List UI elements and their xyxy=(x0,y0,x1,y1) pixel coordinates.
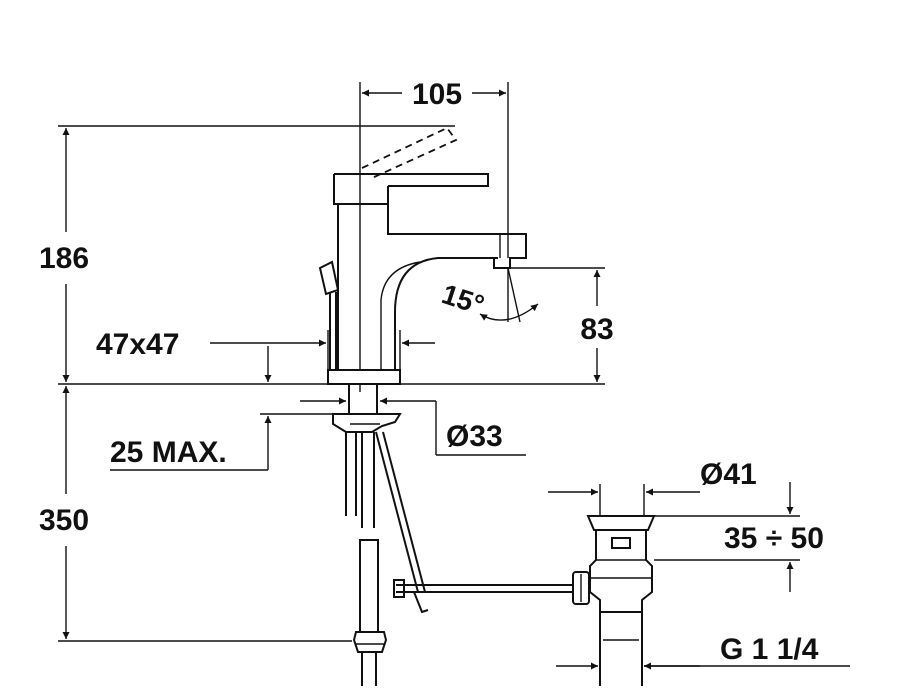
hole-diameter-label: Ø33 xyxy=(446,420,503,453)
pop-up-waste xyxy=(393,515,656,686)
below-deck-label: 350 xyxy=(39,504,89,537)
total-height-label: 186 xyxy=(39,242,89,275)
extension-lines xyxy=(58,82,605,642)
dimension-labels: 105 186 83 15° 47x47 25 MAX. Ø33 350 Ø41… xyxy=(39,78,824,666)
drain-diameter-label: Ø41 xyxy=(700,458,757,491)
drain-range-label: 35 ÷ 50 xyxy=(724,522,824,555)
drain-thread-label: G 1 1/4 xyxy=(720,633,819,666)
deck-thickness-label: 25 MAX. xyxy=(110,436,227,469)
dimension-lines xyxy=(62,89,850,670)
below-deck-fittings xyxy=(332,383,426,686)
base-size-label: 47x47 xyxy=(96,328,179,361)
spout-height-label: 83 xyxy=(580,313,613,346)
faucet-body xyxy=(318,126,527,385)
spout-reach-label: 105 xyxy=(412,78,462,111)
